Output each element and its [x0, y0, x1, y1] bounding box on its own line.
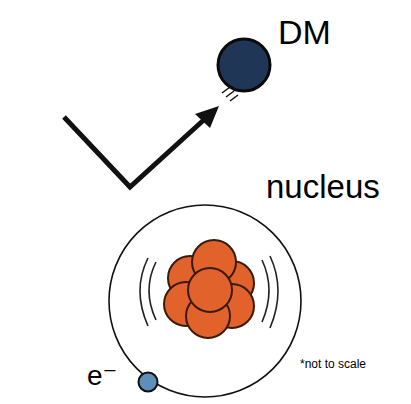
atom-outline	[108, 204, 302, 398]
speed-line	[230, 95, 238, 101]
node-label: e⁻	[87, 362, 117, 390]
node-label: nucleus	[266, 170, 380, 203]
atom-orbit: nucleus	[108, 204, 302, 398]
arrowhead	[195, 106, 219, 128]
note: *not to scale	[300, 358, 366, 370]
trajectory	[64, 117, 207, 187]
e-outline	[137, 371, 159, 393]
dm-outline	[216, 37, 272, 93]
atom-fill	[109, 204, 301, 396]
nucleus-cluster	[164, 240, 254, 338]
electron: e⁻	[137, 371, 159, 393]
dark-matter-particle: DM	[216, 37, 272, 93]
node-label: DM	[278, 15, 331, 49]
speed-line	[226, 91, 234, 97]
vibration-arcs	[140, 256, 278, 328]
